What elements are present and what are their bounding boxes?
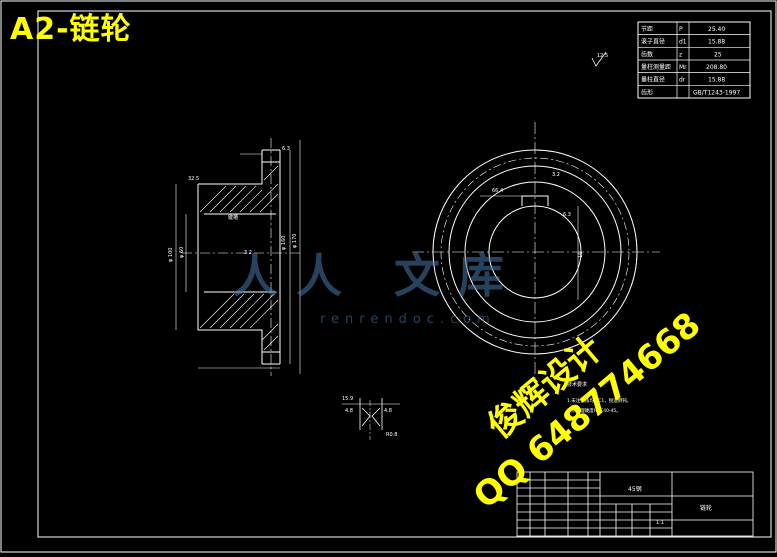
param-name: 滚子直径 [641, 38, 665, 46]
param-symbol: Mr [679, 64, 687, 71]
watermark-logo: 人人 文库 [232, 249, 523, 303]
svg-text:φ 160: φ 160 [281, 236, 287, 250]
param-value: 25.40 [708, 26, 725, 33]
param-symbol: P [679, 26, 683, 33]
svg-text:φ 170: φ 170 [292, 234, 298, 248]
svg-text:3.2: 3.2 [244, 250, 252, 256]
svg-text:键槽: 键槽 [228, 214, 238, 221]
svg-text:16: 16 [578, 252, 584, 258]
svg-text:6.3: 6.3 [282, 146, 290, 152]
part-name-label: 链轮 [700, 504, 712, 512]
svg-text:3.2: 3.2 [552, 172, 560, 178]
param-symbol: d1 [679, 39, 687, 46]
title-block [516, 471, 754, 537]
note-item: 1.未注倒角均为C1，锐边倒钝。 [567, 397, 631, 404]
param-name: 量柱直径 [641, 76, 665, 84]
tooth-detail-view [342, 398, 400, 440]
svg-text:32.5: 32.5 [188, 176, 199, 182]
inner-frame [37, 10, 772, 538]
svg-text:4.8: 4.8 [384, 408, 392, 414]
svg-text:6.3: 6.3 [563, 212, 571, 218]
roughness-symbol: 12.5 [591, 51, 608, 67]
drawing-title: A2-链轮 [10, 12, 132, 47]
svg-text:R0.8: R0.8 [386, 432, 397, 438]
param-value: GB/T1243-1997 [693, 89, 740, 96]
param-value: 15.88 [708, 77, 725, 84]
technical-notes: 技术要求 1.未注倒角均为C1，锐边倒钝。 2.热处理硬度HRC40-45。 [567, 381, 631, 414]
notes-heading: 技术要求 [567, 381, 587, 388]
param-name: 量柱测量距 [641, 63, 671, 71]
watermark-url: renrendoc.com [320, 312, 496, 327]
svg-text:4.8: 4.8 [345, 408, 353, 414]
scale-label: 1:1 [656, 520, 664, 526]
section-view-labels: 32.5 键槽 φ 160 φ 170 φ 100 φ 60 3.2 6.3 [168, 146, 298, 262]
param-name: 齿数 [641, 50, 653, 58]
param-value: 15.88 [708, 39, 725, 46]
param-value: 25 [714, 51, 722, 58]
section-view [175, 138, 301, 376]
svg-text:φ 100: φ 100 [168, 248, 174, 262]
material-label: 45钢 [628, 485, 642, 493]
svg-text:66.4: 66.4 [492, 188, 503, 194]
note-item: 2.热处理硬度HRC40-45。 [567, 407, 621, 414]
svg-text:15.9: 15.9 [342, 396, 353, 402]
param-symbol: z [679, 51, 682, 58]
param-value: 208.80 [706, 64, 727, 71]
roughness-value: 12.5 [597, 53, 608, 59]
svg-text:φ 60: φ 60 [179, 247, 185, 258]
param-name: 齿形 [641, 88, 653, 96]
param-symbol: dr [679, 77, 686, 84]
param-name: 节距 [641, 25, 653, 33]
front-view-labels: 66.4 3.2 6.3 16 [492, 172, 584, 258]
parameter-table: 节距 P 25.40 滚子直径 d1 15.88 齿数 z 25 量柱测量距 M… [637, 21, 751, 99]
front-view [412, 122, 660, 380]
